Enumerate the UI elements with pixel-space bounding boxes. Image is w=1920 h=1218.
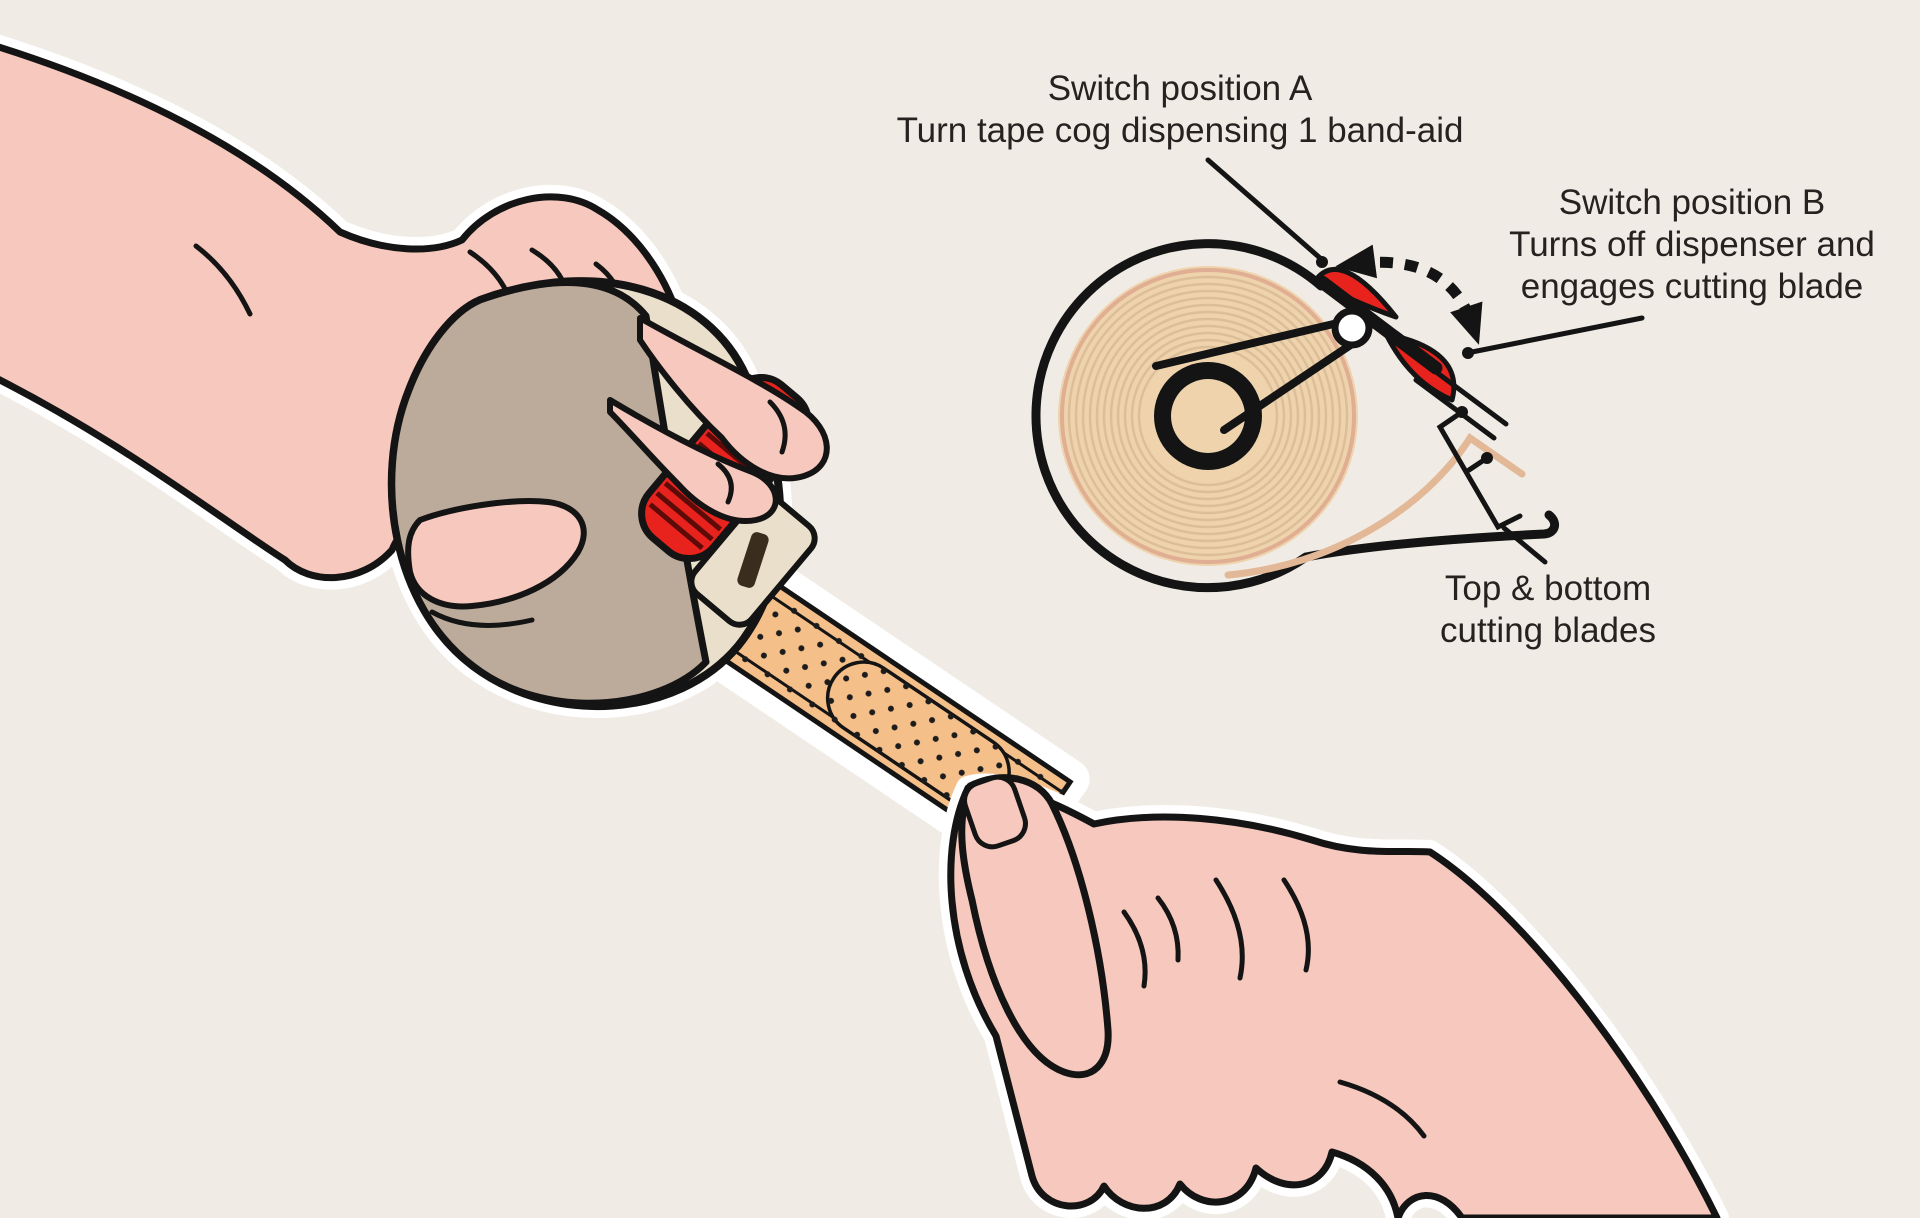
top-hand-fingers — [405, 315, 830, 628]
top-hand-thumb — [405, 498, 587, 610]
index-finger — [637, 315, 830, 482]
wheel-slot-panel — [688, 492, 818, 628]
bottom-hand-crease-2 — [1155, 895, 1181, 963]
thumb-base-crease — [429, 609, 535, 628]
hand-bottom-right — [938, 773, 1729, 1218]
housing-outline — [1031, 239, 1560, 593]
wrist-crease — [193, 243, 253, 317]
cutting-blade-channel — [1413, 363, 1509, 441]
index-finger-crease — [767, 399, 788, 455]
wheel-slot — [737, 532, 769, 588]
switch-travel-arrow — [1335, 244, 1483, 345]
thumb-nail — [962, 774, 1028, 850]
leader-line-switch-a — [1205, 157, 1328, 268]
label-switch-a-line1: Switch position A — [1048, 69, 1313, 108]
leader-line-blades — [1501, 525, 1548, 565]
belt-line-upper — [1152, 318, 1346, 370]
bottom-hand-crease-4 — [1281, 877, 1311, 973]
bottom-hand-silhouette — [947, 782, 1721, 1218]
labels: Switch position A Turn tape cog dispensi… — [897, 69, 1875, 650]
belt-line-lower — [1220, 340, 1356, 434]
bottom-hand-thumb — [958, 774, 1112, 1079]
label-switch-a-line2: Turn tape cog dispensing 1 band-aid — [897, 111, 1464, 150]
middle-finger-crease — [715, 461, 734, 505]
bottom-wrist-crease — [1337, 1079, 1427, 1139]
leader-line-switch-b — [1462, 315, 1645, 359]
label-switch-b-line3: engages cutting blade — [1521, 267, 1864, 306]
tape-roll-diagram — [1031, 157, 1645, 593]
roll-hub — [1154, 362, 1262, 470]
feed-cog — [1331, 307, 1373, 349]
label-switch-b-line1: Switch position B — [1559, 183, 1826, 222]
bottom-hand-crease-3 — [1213, 877, 1245, 981]
label-blades-line2: cutting blades — [1440, 611, 1656, 650]
bottom-hand-crease-1 — [1121, 909, 1148, 989]
blade-bracket — [1436, 406, 1523, 531]
middle-finger — [607, 397, 779, 524]
label-switch-b-line2: Turns off dispenser and — [1509, 225, 1875, 264]
label-blades-line1: Top & bottom — [1445, 569, 1651, 608]
